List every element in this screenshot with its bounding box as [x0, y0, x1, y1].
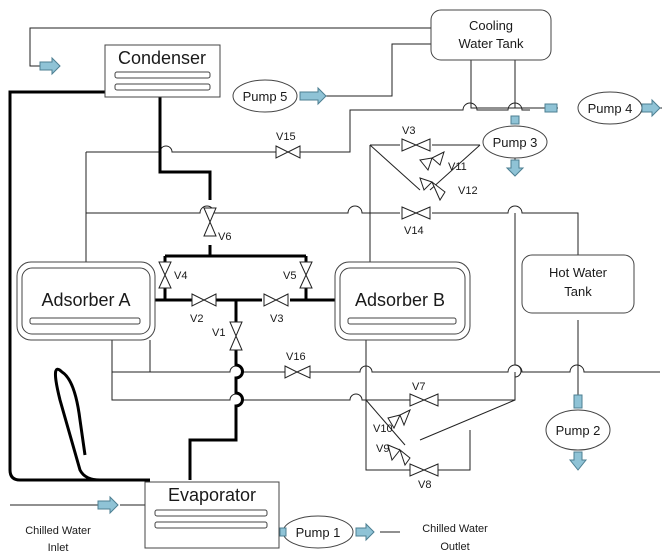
valve-v5	[299, 261, 313, 289]
valve-v8	[409, 463, 439, 477]
svg-text:Inlet: Inlet	[48, 542, 69, 554]
arrow-icon	[544, 103, 558, 113]
pump-4: Pump 4	[577, 91, 643, 125]
cooling-water-tank: Cooling Water Tank	[430, 9, 552, 61]
svg-text:Adsorber A: Adsorber A	[41, 290, 130, 310]
valve-v16	[284, 365, 311, 379]
svg-text:V7: V7	[412, 381, 425, 393]
adsorber-b: Adsorber B	[334, 261, 471, 341]
svg-text:Adsorber B: Adsorber B	[355, 290, 445, 310]
svg-text:Pump 2: Pump 2	[556, 423, 601, 438]
valve-v11	[419, 151, 445, 172]
arrow-icon	[279, 527, 287, 537]
valve-v1	[229, 321, 243, 351]
svg-text:Condenser: Condenser	[118, 48, 206, 68]
svg-text:Water Tank: Water Tank	[458, 36, 524, 51]
valve-v14	[401, 206, 431, 220]
valve-v6	[203, 207, 217, 237]
svg-text:Tank: Tank	[564, 284, 592, 299]
svg-text:V11: V11	[448, 161, 467, 173]
valve-v10	[387, 408, 411, 430]
svg-text:V3: V3	[270, 313, 283, 325]
condenser: Condenser	[104, 44, 221, 98]
valve-labels: V15 V3 V11 V12 V14 V6 V4 V5 V2 V3 V1 V16…	[174, 125, 478, 491]
arrow-icon	[299, 86, 327, 106]
svg-text:V6: V6	[218, 231, 231, 243]
arrow-icon	[510, 115, 520, 125]
valve-v3	[263, 293, 289, 307]
svg-text:Pump 5: Pump 5	[243, 89, 288, 104]
svg-text:Chilled Water: Chilled Water	[422, 523, 488, 535]
hot-water-tank: Hot Water Tank	[521, 254, 635, 314]
svg-text:Pump 1: Pump 1	[296, 525, 341, 540]
valve-v15	[275, 145, 301, 159]
flow-arrows	[39, 56, 661, 542]
pump-5: Pump 5	[232, 79, 298, 113]
svg-text:V1: V1	[212, 327, 225, 339]
chilled-water-outlet-label: Chilled Water Outlet	[422, 523, 488, 553]
pump-2: Pump 2	[545, 409, 611, 451]
arrow-icon	[97, 495, 119, 515]
svg-text:Pump 4: Pump 4	[588, 101, 633, 116]
valve-v3-upper	[401, 138, 431, 152]
valve-v2	[191, 293, 217, 307]
svg-text:V4: V4	[174, 270, 187, 282]
evaporator: Evaporator	[144, 481, 280, 549]
svg-text:Pump 3: Pump 3	[493, 135, 538, 150]
svg-text:Cooling: Cooling	[469, 18, 513, 33]
arrow-icon	[39, 56, 61, 76]
svg-text:V14: V14	[404, 225, 424, 237]
chilled-water-inlet-label: Chilled Water Inlet	[25, 525, 91, 554]
svg-text:V16: V16	[286, 351, 306, 363]
valve-v9	[387, 444, 411, 467]
svg-text:V5: V5	[283, 270, 296, 282]
arrow-icon	[505, 159, 525, 177]
arrow-icon	[568, 451, 588, 471]
svg-text:V8: V8	[418, 479, 431, 491]
arrow-icon	[355, 522, 375, 542]
valves	[158, 138, 446, 477]
valve-v7	[409, 393, 439, 407]
valve-v4	[158, 261, 172, 289]
svg-text:V10: V10	[373, 423, 393, 435]
valve-v12	[419, 177, 446, 202]
adsorber-a: Adsorber A	[16, 261, 156, 341]
pump-1: Pump 1	[282, 515, 354, 549]
svg-text:V3: V3	[402, 125, 415, 137]
thick-pipes	[8, 90, 336, 482]
svg-text:Hot Water: Hot Water	[549, 265, 608, 280]
svg-text:V2: V2	[190, 313, 203, 325]
svg-text:Chilled Water: Chilled Water	[25, 525, 91, 537]
svg-text:V9: V9	[376, 443, 389, 455]
svg-text:Evaporator: Evaporator	[168, 485, 256, 505]
arrow-icon	[641, 98, 661, 118]
pump-3: Pump 3	[482, 125, 548, 159]
arrow-icon	[573, 394, 583, 409]
svg-text:Outlet: Outlet	[440, 541, 469, 553]
svg-text:V15: V15	[276, 131, 296, 143]
svg-text:V12: V12	[458, 185, 478, 197]
